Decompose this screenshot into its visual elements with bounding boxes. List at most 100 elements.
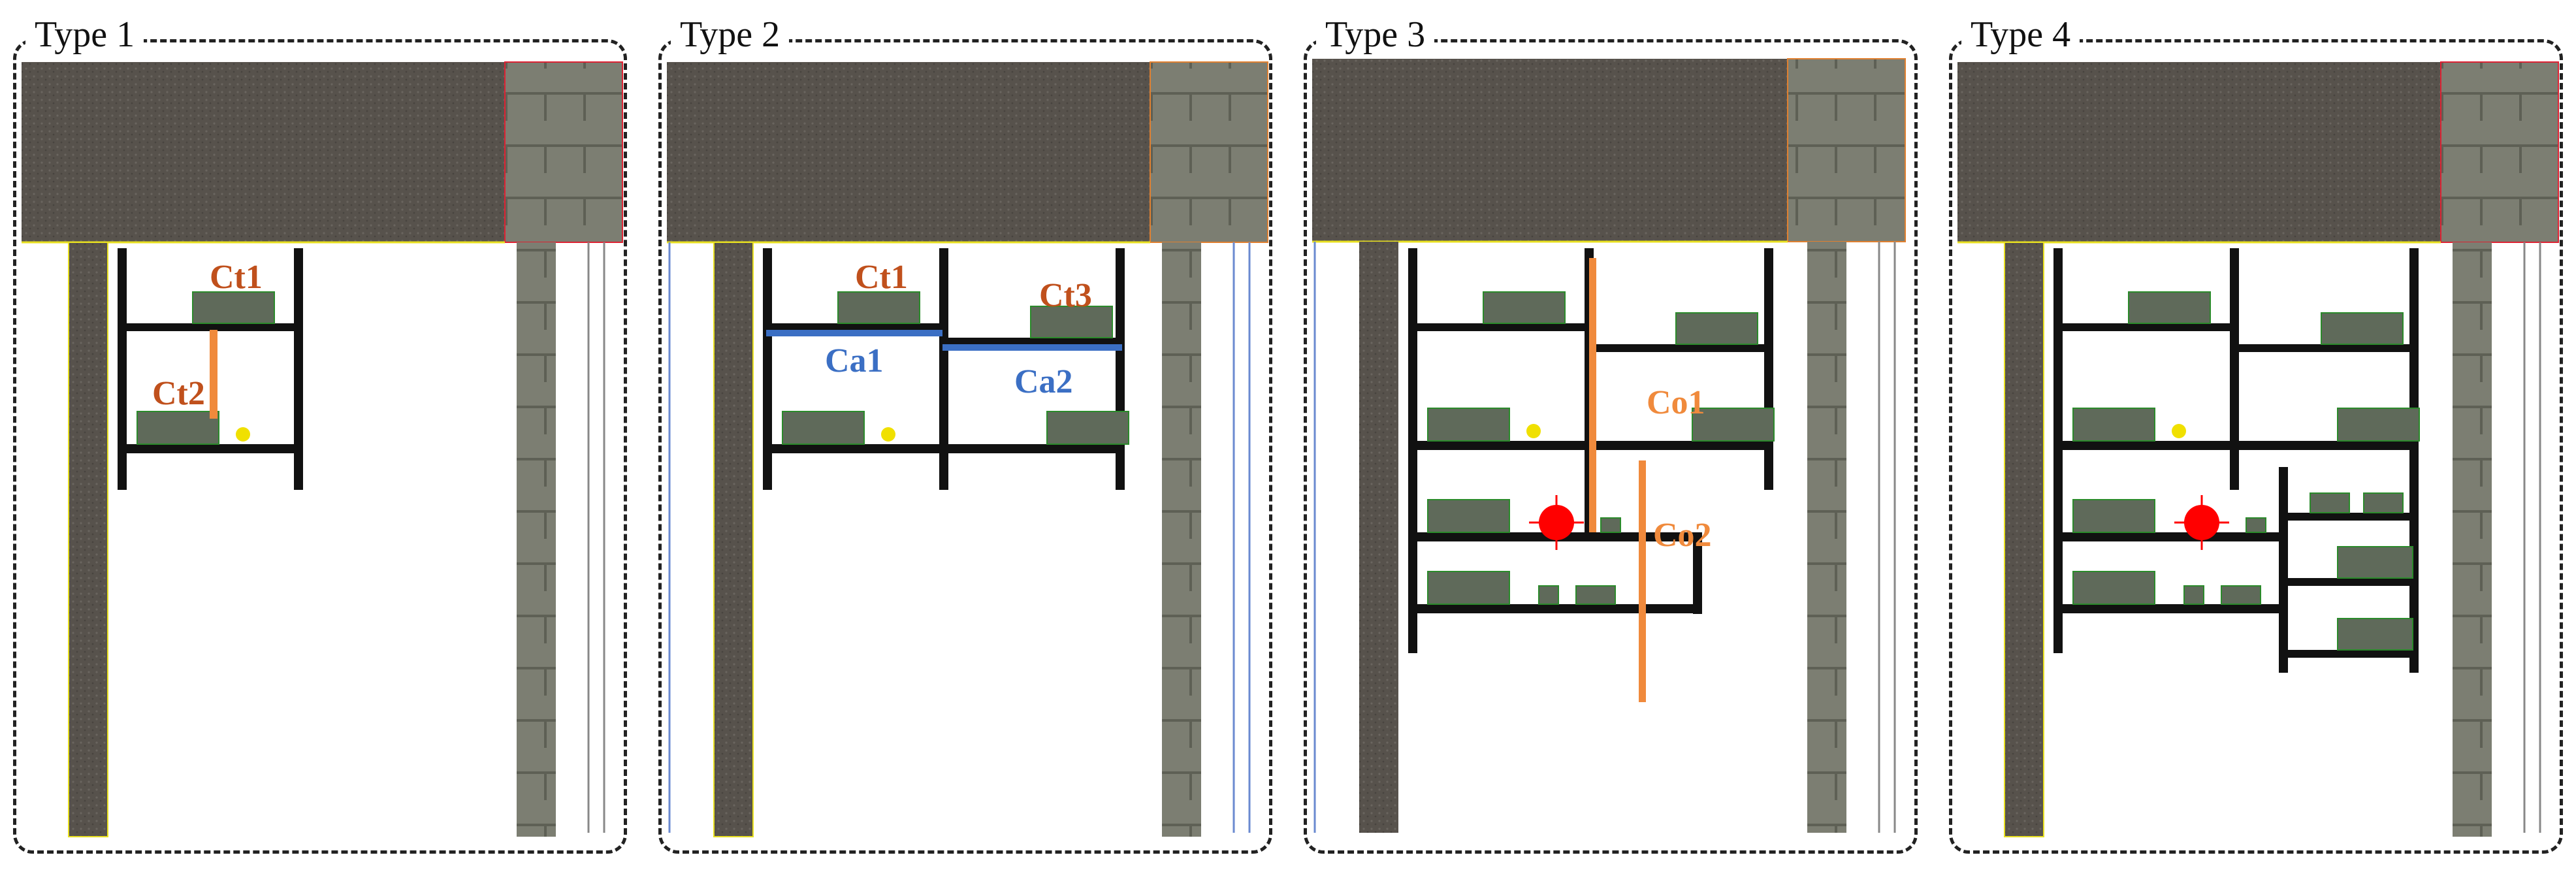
shelf xyxy=(763,323,948,331)
cargo-box xyxy=(1483,291,1566,324)
right-column xyxy=(2453,242,2492,837)
label-co2: Co2 xyxy=(1653,517,1712,554)
shelf xyxy=(2053,441,2419,450)
cargo-box xyxy=(2183,585,2204,605)
label-ct2: Ct2 xyxy=(152,375,205,412)
cargo-box xyxy=(782,411,865,445)
shelf xyxy=(118,444,303,453)
shelf xyxy=(2053,532,2288,541)
ceiling-slab xyxy=(1957,62,2441,242)
label-ca2: Ca2 xyxy=(1014,363,1073,400)
scaffold-post xyxy=(2279,467,2288,673)
panel-title: Type 1 xyxy=(25,11,144,58)
cargo-box xyxy=(2337,408,2420,442)
panel-type-4: Type 4 xyxy=(1949,11,2563,854)
anchor-member-ca1 xyxy=(766,330,942,336)
scaffold-scene-type-3 xyxy=(1312,58,1906,833)
scaffold-scene-type-4 xyxy=(1957,61,2559,837)
shelf xyxy=(1408,604,1702,613)
cargo-box xyxy=(2310,492,2350,513)
lamp xyxy=(2172,424,2186,438)
lamp xyxy=(881,427,895,442)
column-member-co2 xyxy=(1639,460,1646,702)
shelf xyxy=(2053,604,2288,613)
label-ct3: Ct3 xyxy=(1039,277,1092,314)
scaffold-post xyxy=(118,248,127,490)
label-ct1: Ct1 xyxy=(210,259,263,296)
scaffold-post xyxy=(2230,248,2239,490)
wall-block xyxy=(1787,58,1906,242)
cargo-box xyxy=(1030,306,1113,338)
label-ct1: Ct1 xyxy=(855,259,908,296)
scaffold-scene-type-1 xyxy=(22,61,623,837)
shelf xyxy=(939,338,1125,346)
shelf xyxy=(118,323,303,331)
shelf xyxy=(2279,578,2419,586)
left-column xyxy=(1359,242,1398,833)
lamp xyxy=(1526,424,1541,438)
cargo-box xyxy=(2072,499,2155,533)
scaffold-post xyxy=(939,248,948,490)
cargo-box xyxy=(1575,585,1616,605)
ceiling-slab xyxy=(667,62,1150,242)
cargo-box xyxy=(2128,291,2211,324)
cargo-box xyxy=(2337,618,2413,651)
cargo-box xyxy=(2321,312,2404,345)
wall-block xyxy=(2440,61,2559,243)
panel-type-3: Type 3 xyxy=(1304,11,1918,854)
left-column xyxy=(713,242,754,837)
cargo-box xyxy=(192,291,275,324)
cargo-box xyxy=(1675,312,1758,345)
left-column xyxy=(2004,242,2044,837)
lamp xyxy=(236,427,250,442)
cargo-box xyxy=(2363,492,2404,513)
left-column xyxy=(68,242,108,837)
panel-title: Type 2 xyxy=(671,11,790,58)
ceiling-slab xyxy=(22,62,505,242)
panel-title: Type 4 xyxy=(1961,11,2080,58)
right-column xyxy=(1807,242,1846,833)
cargo-box xyxy=(1427,571,1510,605)
cargo-box xyxy=(1046,411,1129,445)
cargo-box xyxy=(1427,499,1510,533)
cargo-box xyxy=(137,411,219,445)
scaffold-post xyxy=(763,248,772,490)
cargo-box xyxy=(2246,517,2266,533)
scaffold-scene-type-2 xyxy=(667,61,1268,837)
right-column xyxy=(1162,242,1201,837)
cargo-box xyxy=(2221,585,2261,605)
scaffold-post xyxy=(294,248,303,490)
scaffold-post xyxy=(1116,248,1125,490)
label-ca1: Ca1 xyxy=(825,342,884,379)
scaffold-post xyxy=(1764,248,1773,490)
shelf xyxy=(2279,513,2419,521)
anchor-member-ca2 xyxy=(942,344,1122,351)
scaffold-post xyxy=(2053,248,2063,653)
wall-block xyxy=(1150,61,1268,243)
tie-member xyxy=(210,330,217,419)
cargo-box xyxy=(2072,408,2155,442)
panel-type-2: Type 2 Ct1 xyxy=(658,11,1272,854)
panel-title: Type 3 xyxy=(1316,11,1435,58)
cargo-box xyxy=(1600,517,1621,533)
cargo-box xyxy=(2072,571,2155,605)
label-co1: Co1 xyxy=(1647,384,1705,421)
shelf xyxy=(763,444,1125,453)
scaffold-post xyxy=(1693,536,1702,614)
shelf xyxy=(2230,344,2419,352)
cargo-box xyxy=(1692,408,1775,442)
scaffold-post xyxy=(2409,248,2419,673)
shelf xyxy=(1408,323,1594,331)
cargo-box xyxy=(1427,408,1510,442)
cargo-box xyxy=(837,291,920,324)
shelf xyxy=(1585,344,1773,352)
ceiling-slab xyxy=(1312,59,1788,242)
cargo-box xyxy=(1538,585,1559,605)
panel-type-1: Type 1 Ct1 C xyxy=(13,11,627,854)
right-column xyxy=(517,242,556,837)
scaffold-post xyxy=(1408,248,1417,653)
shelf xyxy=(2053,323,2239,331)
wall-block xyxy=(504,61,623,243)
cargo-box xyxy=(2337,546,2413,579)
shelf xyxy=(2279,650,2419,658)
